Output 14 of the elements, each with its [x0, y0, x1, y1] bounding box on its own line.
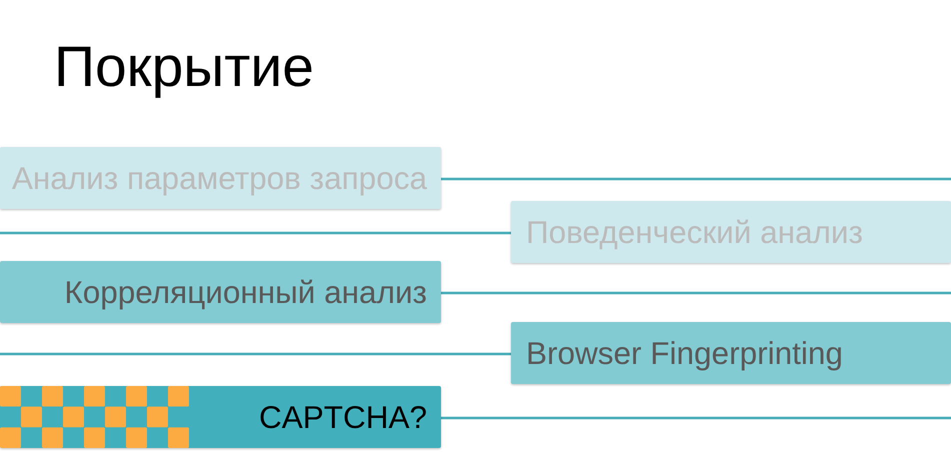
topic-label: Browser Fingerprinting [526, 334, 843, 372]
connector-line [0, 232, 511, 234]
topic-label: CAPTCHA? [258, 398, 427, 436]
topic-box [0, 147, 441, 209]
topic-box [0, 386, 441, 448]
topic-label: Корреляционный анализ [64, 273, 427, 311]
topic-box [511, 201, 951, 263]
topic-box [511, 322, 951, 384]
connector-line [441, 416, 951, 420]
connector-line [441, 178, 951, 180]
connector-line [0, 352, 511, 356]
connector-line [441, 292, 951, 294]
slide-title: Покрытие [54, 34, 314, 101]
topic-box [0, 261, 441, 323]
